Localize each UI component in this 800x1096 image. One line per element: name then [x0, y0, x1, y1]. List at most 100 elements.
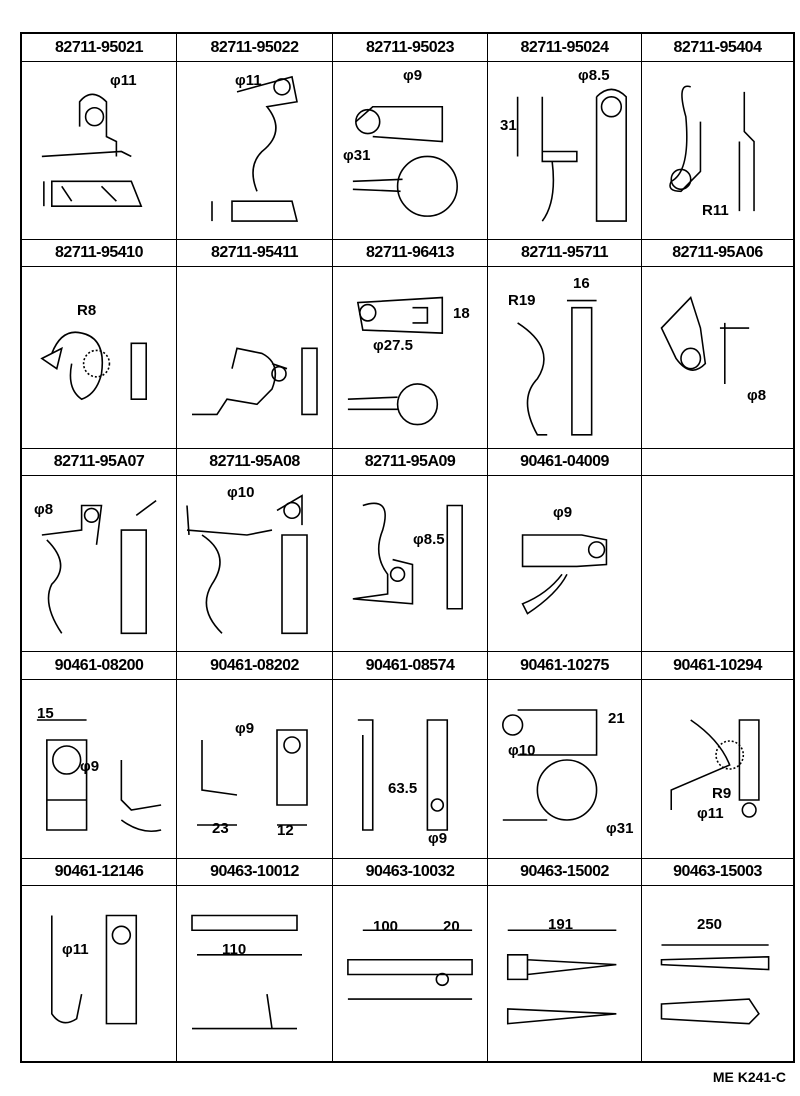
part-illustration-cell: φ8.5 31: [488, 62, 642, 240]
part-drawing: [357, 719, 449, 831]
part-illustration-cell: φ11: [177, 62, 333, 240]
dimension-label: φ31: [343, 147, 371, 164]
part-drawing: [669, 85, 755, 212]
dimension-label: R11: [702, 202, 729, 219]
part-illustration-cell: φ8: [22, 476, 177, 652]
part-number-header: 90463-10032: [333, 859, 488, 886]
part-drawing: [352, 502, 463, 610]
part-number-header: 90463-15003: [642, 859, 793, 886]
figure-code: ME K241-C: [712, 1069, 786, 1085]
part-illustration-cell: φ9 φ31: [333, 62, 488, 240]
part-illustration-cell: 15 φ9: [22, 680, 177, 859]
part-number-header: 90461-04009: [488, 449, 642, 476]
dimension-label: 15: [37, 705, 54, 722]
part-number-header: 82711-95410: [22, 240, 177, 267]
dimension-label: R9: [712, 785, 732, 802]
dimension-label: R8: [77, 302, 97, 319]
dimension-label: 100: [373, 918, 399, 935]
part-drawing: [347, 929, 473, 1000]
part-number-header: 82711-95023: [333, 34, 488, 62]
part-drawing: [186, 494, 308, 635]
part-number-header: 82711-95021: [22, 34, 177, 62]
part-drawing: [670, 719, 760, 818]
part-number-header: 90463-10012: [177, 859, 333, 886]
dimension-label: 110: [222, 941, 247, 958]
part-illustration-cell: R11: [642, 62, 793, 240]
dimension-label: φ11: [697, 805, 724, 822]
part-number-header: 90461-08202: [177, 652, 333, 680]
part-number-header: [642, 449, 793, 476]
part-drawing: [502, 709, 598, 821]
part-drawing: [41, 93, 143, 207]
part-drawing: [660, 295, 750, 384]
part-illustration-cell: [177, 267, 333, 449]
dimension-label: 191: [548, 916, 574, 933]
dimension-label: φ8: [747, 387, 767, 404]
dimension-label: φ8.5: [578, 67, 610, 84]
dimension-label: φ11: [62, 941, 89, 958]
part-number-header: 90463-15002: [488, 859, 642, 886]
part-drawing: [521, 534, 608, 615]
dimension-label: φ9: [553, 504, 573, 521]
part-number-header: 82711-95022: [177, 34, 333, 62]
part-number-header: 90461-10275: [488, 652, 642, 680]
part-drawing: [211, 75, 299, 222]
part-drawing: [41, 499, 157, 635]
part-drawing: [191, 914, 302, 1030]
part-drawing: [516, 88, 627, 222]
part-illustration-cell: φ8: [642, 267, 793, 449]
dimension-label: 18: [453, 305, 470, 322]
dimension-label: φ11: [235, 72, 262, 89]
dimension-label: φ8.5: [413, 531, 445, 548]
dimension-label: φ9: [235, 720, 255, 737]
part-number-header: 82711-95411: [177, 240, 333, 267]
part-drawing: [197, 729, 308, 826]
part-drawing: [660, 944, 770, 1025]
dimension-label: φ9: [403, 67, 423, 84]
part-number-header: 90461-12146: [22, 859, 177, 886]
part-illustration-cell: φ11: [22, 62, 177, 240]
dimension-label: φ8: [34, 501, 54, 518]
dimension-label: 12: [277, 822, 294, 839]
part-drawing: [40, 331, 147, 401]
dimension-label: φ31: [606, 820, 634, 837]
part-illustration-cell: φ8.5: [333, 476, 488, 652]
part-illustration-cell: R8: [22, 267, 177, 449]
dimension-label: φ11: [110, 72, 137, 89]
part-illustration-cell: 110: [177, 886, 333, 1061]
part-illustration-cell: 191: [488, 886, 642, 1061]
part-illustration-cell: φ10: [177, 476, 333, 652]
part-drawing: [51, 914, 138, 1025]
part-number-header: 90461-10294: [642, 652, 793, 680]
part-number-header: 82711-95A07: [22, 449, 177, 476]
dimension-label: 20: [443, 918, 460, 935]
part-number-header: 82711-95A09: [333, 449, 488, 476]
part-drawing: [36, 719, 162, 833]
part-illustration-cell: φ9: [488, 476, 642, 652]
part-drawing: [347, 296, 444, 426]
dimension-label: φ9: [80, 758, 100, 775]
part-number-header: 82711-95024: [488, 34, 642, 62]
part-number-header: 90461-08574: [333, 652, 488, 680]
part-drawing: [192, 347, 318, 416]
dimension-label: φ10: [227, 484, 255, 501]
part-illustration-cell: 100 20: [333, 886, 488, 1061]
part-illustration-cell: 250: [642, 886, 793, 1061]
dimension-label: φ10: [508, 742, 536, 759]
part-drawing: [352, 105, 458, 217]
part-number-header: 82711-95A06: [642, 240, 793, 267]
dimension-label: 250: [697, 916, 723, 933]
part-illustration-cell: φ11: [22, 886, 177, 1061]
part-number-header: 82711-95404: [642, 34, 793, 62]
dimension-label: 31: [500, 117, 517, 134]
dimension-label: R19: [508, 292, 536, 309]
dimension-label: φ9: [428, 830, 448, 847]
part-drawing: [506, 929, 617, 1025]
